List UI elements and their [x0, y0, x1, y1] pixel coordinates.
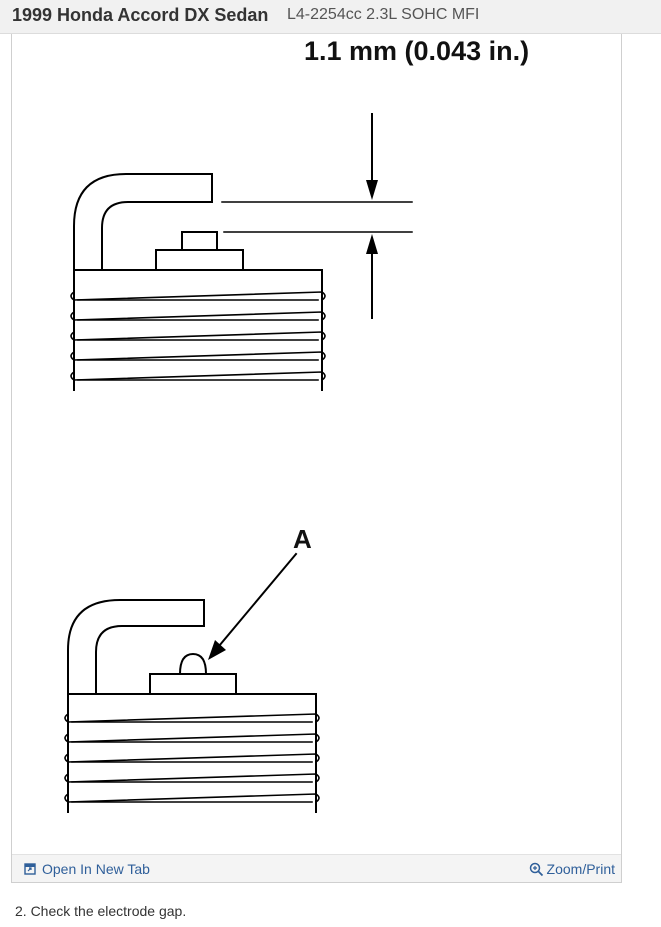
step-instruction: 2. Check the electrode gap. — [15, 903, 187, 919]
top-center-electrode — [181, 231, 218, 251]
figure-footer: Open In New Tab Zoom/Print — [12, 854, 621, 882]
gap-dimension-label: 1.1 mm (0.043 in.) — [304, 36, 529, 66]
bottom-shell-outline — [67, 693, 317, 813]
bottom-ground-electrode — [67, 599, 205, 695]
bottom-insulator-step — [149, 673, 237, 695]
top-shell-outline — [73, 269, 323, 391]
zoom-in-icon — [529, 862, 544, 877]
top-shell-threads — [70, 290, 326, 382]
external-link-icon — [24, 863, 36, 875]
callout-arrowhead — [208, 640, 226, 660]
top-insulator-step — [155, 249, 244, 271]
engine-subtitle: L4-2254cc 2.3L SOHC MFI — [287, 6, 480, 23]
open-in-new-tab-link[interactable]: Open In New Tab — [24, 861, 150, 877]
callout-letter-a: A — [293, 524, 312, 554]
spark-plug-diagram: 1.1 mm (0.043 in.) A — [64, 36, 529, 813]
top-ground-electrode — [73, 173, 213, 271]
zoom-print-label: Zoom/Print — [546, 861, 615, 877]
gap-arrow-up — [366, 234, 378, 254]
open-in-new-tab-label: Open In New Tab — [42, 861, 150, 877]
gap-arrow-down — [366, 180, 378, 200]
zoom-print-link[interactable]: Zoom/Print — [529, 861, 615, 877]
page-header: 1999 Honda Accord DX Sedan L4-2254cc 2.3… — [0, 0, 661, 34]
gap-extension-lines — [221, 201, 413, 233]
bottom-center-electrode — [178, 652, 208, 676]
bottom-shell-threads — [64, 712, 320, 804]
vehicle-title: 1999 Honda Accord DX Sedan — [12, 5, 269, 25]
callout-leader — [212, 552, 298, 654]
figure-card: 1.1 mm (0.043 in.) A Open In New Tab — [11, 34, 622, 883]
